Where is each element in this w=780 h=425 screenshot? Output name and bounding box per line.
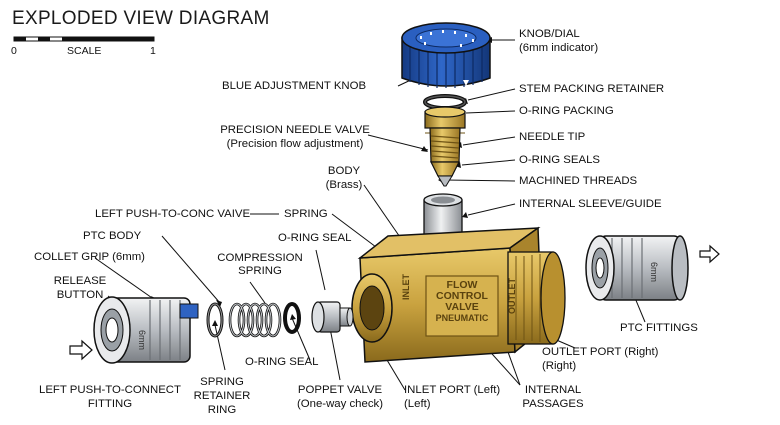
label-poppet-valve-sub: (One-way check) (296, 398, 384, 410)
page-title: EXPLODED VIEW DIAGRAM (12, 8, 270, 29)
label-release-button-2: BUTTON (56, 289, 104, 301)
scale-bar (13, 36, 155, 42)
outlet-flow-arrow-icon (699, 244, 720, 264)
brass-body (351, 226, 566, 363)
fitting-marking-right: 6mm (649, 262, 659, 282)
label-internal-passages-1: INTERNAL (524, 384, 582, 396)
label-left-push-conc: LEFT PUSH-TO-CONC VAIVE (95, 208, 251, 220)
body-marking-outlet: OUTLET (507, 278, 517, 314)
label-internal-passages-2: PASSAGES (522, 398, 584, 410)
flow-arrows (69, 244, 720, 361)
label-poppet-valve: POPPET VALVE (297, 384, 383, 396)
label-collet-grip: COLLET GRIP (6mm) (34, 251, 145, 263)
label-release-button-1: RELEASE (53, 275, 107, 287)
o-ring-seal (283, 302, 301, 334)
label-body-sub: (Brass) (325, 179, 363, 191)
label-spring-retainer-3: RING (207, 404, 237, 416)
precision-needle-valve (424, 106, 466, 187)
label-oring-packing: O-RING PACKING (519, 105, 614, 117)
label-left-ptc-fitting-2: FITTING (87, 398, 133, 410)
label-outlet-port-sub: (Right) (542, 360, 577, 372)
label-compression-spring-2: SPRING (238, 265, 282, 277)
label-spring-retainer-1: SPRING (200, 376, 244, 388)
body-marking-line2: CONTROL (436, 290, 488, 302)
compression-spring-highlight (229, 303, 281, 337)
label-inlet-port-sub: (Left) (404, 398, 431, 410)
label-ptc-body: PTC BODY (83, 230, 142, 242)
label-spring: SPRING (284, 208, 328, 220)
label-stem-retainer: STEM PACKING RETAINER (519, 83, 665, 95)
label-needle-valve: PRECISION NEEDLE VALVE (220, 124, 370, 136)
label-body: BODY (327, 165, 361, 177)
label-oring-seals: O-RING SEALS (519, 154, 601, 166)
label-spring-retainer-2: RETAINER (193, 390, 251, 402)
blue-adjustment-knob (401, 22, 491, 88)
label-knob-dial: KNOB/DIAL (519, 28, 580, 40)
label-machined-threads: MACHINED THREADS (519, 175, 638, 187)
poppet-valve (311, 301, 354, 333)
label-ptc-fittings: PTC FITTINGS (620, 322, 698, 334)
label-oring-seal-top: O-RING SEAL (278, 232, 352, 244)
left-ptc-fitting (93, 296, 199, 364)
label-internal-sleeve: INTERNAL SLEEVE/GUIDE (519, 198, 662, 210)
spring-retainer-ring (206, 302, 224, 338)
release-button-tab (179, 303, 199, 319)
label-blue-knob: BLUE ADJUSTMENT KNOB (222, 80, 367, 92)
label-inlet-port: INLET PORT (Left) (404, 384, 501, 396)
body-marking-line3: VALVE (445, 301, 479, 313)
right-ptc-fitting (585, 235, 689, 301)
body-marking-inlet: INLET (401, 274, 411, 300)
leader-lines (94, 39, 646, 391)
label-needle-valve-sub: (Precision flow adjustment) (226, 138, 364, 150)
label-outlet-port: OUTLET PORT (Right) (542, 346, 659, 358)
indicator-arrow-icon (463, 80, 469, 86)
stem-packing-retainer (423, 94, 467, 110)
inlet-flow-arrow-icon (69, 339, 93, 361)
label-oring-seal-bottom: O-RING SEAL (245, 356, 319, 368)
fitting-marking-left: 6mm (137, 330, 147, 350)
label-needle-tip: NEEDLE TIP (519, 131, 586, 143)
label-left-ptc-fitting-1: LEFT PUSH-TO-CONNECT (39, 384, 181, 396)
scale-one: 1 (150, 45, 156, 57)
body-marking-line1: FLOW (446, 279, 478, 291)
scale-label: SCALE (67, 45, 102, 57)
compression-spring (228, 302, 282, 338)
scale-zero: 0 (11, 45, 17, 57)
body-marking-text: FLOW CONTROL VALVE PNEUMATIC (428, 280, 496, 324)
body-marking-line4: PNEUMATIC (435, 313, 489, 323)
label-knob-dial-sub: (6mm indicator) (519, 42, 599, 54)
label-compression-spring-1: COMPRESSION (217, 252, 303, 264)
